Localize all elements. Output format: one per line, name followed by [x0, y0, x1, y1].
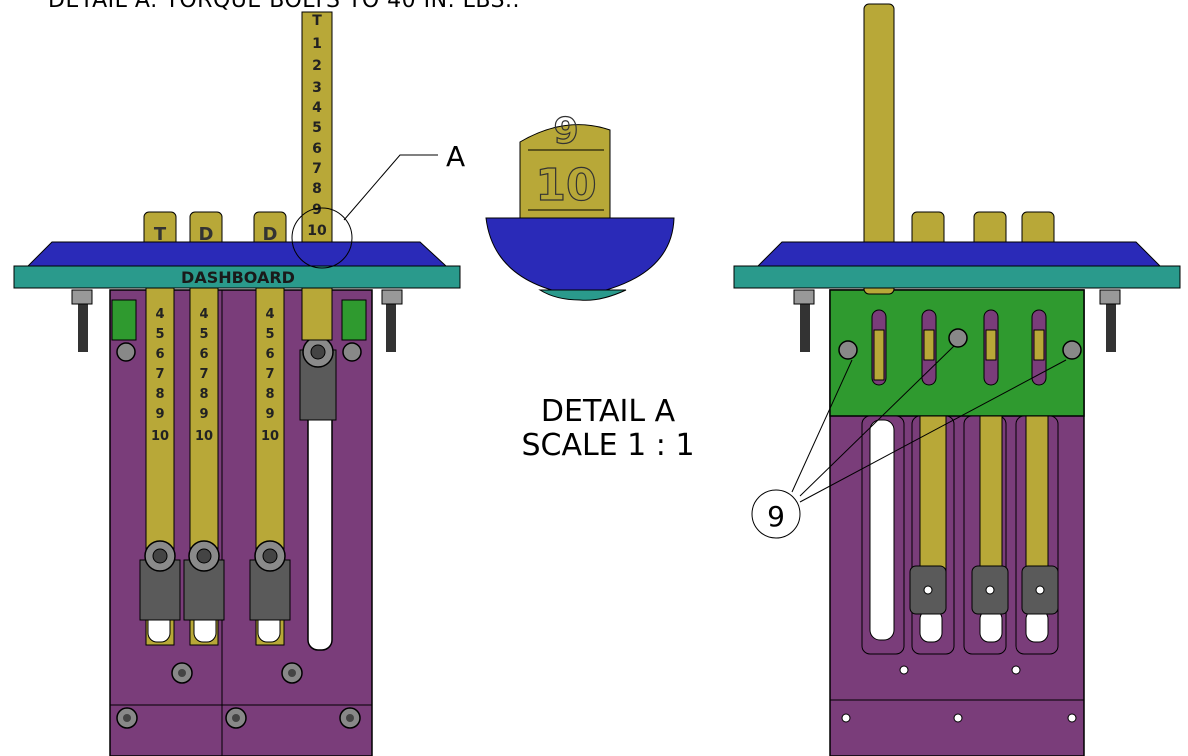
scale-num: 8: [155, 387, 164, 402]
detail-title: DETAIL A: [541, 394, 676, 429]
front-dashboard-top: [26, 241, 448, 267]
scale-num: 6: [199, 347, 208, 362]
front-view: 4 5 6 7 8 9 10 4 5 6 7 8 9 10 4 5 6 7 8 …: [13, 11, 465, 756]
balloon-number: 9: [767, 500, 785, 533]
scale-num: 7: [199, 367, 208, 382]
detail-number: 10: [535, 160, 596, 211]
scale-num: 10: [195, 429, 213, 444]
scale-num: 5: [199, 327, 208, 342]
front-knobs: [143, 211, 287, 249]
dashboard-label: DASHBOARD: [181, 268, 295, 287]
scale-num: 6: [155, 347, 164, 362]
rear-dashboard-top: [756, 241, 1162, 267]
scale-num: 4: [265, 307, 274, 322]
scale-num: 10: [151, 429, 169, 444]
scale-num: 5: [155, 327, 164, 342]
scale-num: 10: [261, 429, 279, 444]
knob-label: T: [154, 224, 167, 245]
scale-num: 7: [265, 367, 274, 382]
scale-num: 8: [199, 387, 208, 402]
scale-num: 4: [312, 100, 322, 116]
scale-num: 9: [155, 407, 164, 422]
front-clamps: [139, 349, 337, 621]
scale-num: 7: [312, 161, 322, 177]
scale-num: 4: [199, 307, 208, 322]
front-dashboard-plate: [13, 265, 461, 289]
detail-callout-letter: A: [446, 140, 465, 173]
scale-num: 6: [265, 347, 274, 362]
detail-callout-circle: [291, 207, 353, 269]
scale-num: 8: [312, 181, 322, 197]
detail-leader: [343, 154, 438, 221]
detail-dashboard-segment: [485, 217, 675, 297]
scale-num: 9: [199, 407, 208, 422]
scale-num: 3: [312, 80, 322, 96]
scale-num: 6: [312, 141, 322, 157]
front-bracket-left: [111, 299, 137, 341]
scale-num: 5: [312, 120, 322, 136]
scale-num: 7: [155, 367, 164, 382]
knob-label: D: [263, 224, 278, 245]
scale-num: 10: [307, 223, 327, 239]
rear-view: 9: [733, 3, 1181, 756]
scale-num: T: [312, 13, 322, 29]
rear-dashboard-plate: [733, 265, 1181, 289]
scale-num: 9: [312, 202, 322, 218]
front-bracket-right: [341, 299, 367, 341]
detail-number: 9: [553, 111, 578, 152]
scale-num: 1: [312, 36, 322, 52]
balloon-9: [751, 489, 801, 539]
scale-num: 5: [265, 327, 274, 342]
torque-note: DETAIL A: TORQUE BOLTS TO 40 IN. LBS..: [48, 0, 521, 13]
rear-tall-rod: [863, 3, 895, 295]
scale-num: 4: [155, 307, 164, 322]
detail-scale: SCALE 1 : 1: [521, 428, 694, 463]
detail-scale-segment: [519, 124, 611, 219]
scale-num: 9: [265, 407, 274, 422]
knob-label: D: [199, 224, 214, 245]
scale-num: 2: [312, 58, 322, 74]
detail-a-view: 9 10 DETAIL A SCALE 1 : 1: [485, 110, 695, 463]
scale-num: 8: [265, 387, 274, 402]
center-scale-rod: [301, 11, 333, 271]
